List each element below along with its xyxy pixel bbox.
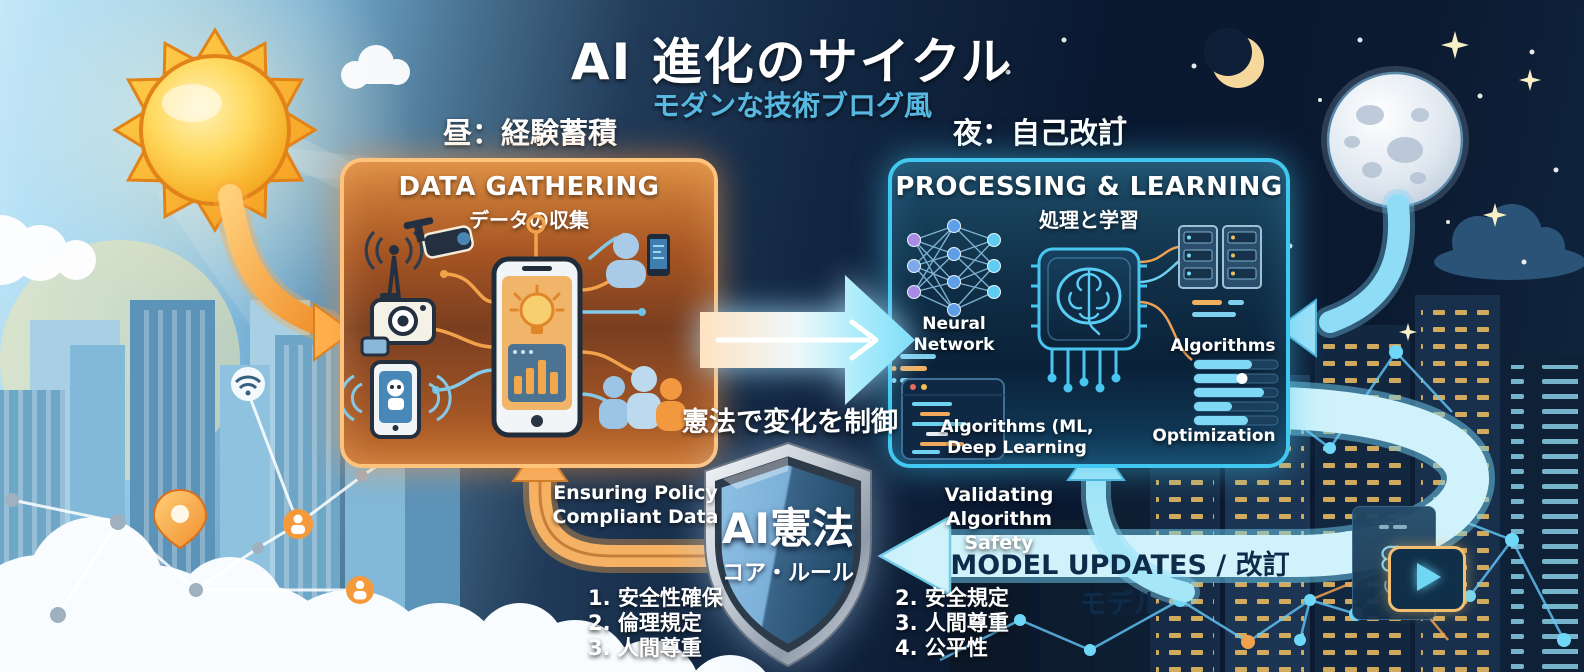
constitution-control-label: 憲法で変化を制御: [682, 407, 898, 438]
rule-item: 3. 人間尊重: [895, 611, 1009, 635]
user-phone-icon: [606, 233, 670, 288]
page-title: AI 進化のサイクル: [570, 33, 1014, 91]
security-camera-icon: [403, 217, 474, 259]
processing-subtitle: 処理と学習: [1039, 208, 1139, 232]
data-gathering-box: DATA GATHERING データの収集: [340, 158, 718, 468]
core-rules-right-list: 2. 安全規定 3. 人間尊重 4. 公平性: [895, 586, 1009, 661]
shield-title: AI憲法: [721, 504, 855, 553]
processing-art: [892, 219, 1279, 460]
shield-subtitle: コア・ルール: [721, 561, 854, 586]
camera-icon: [360, 293, 436, 357]
neural-network-label: Neural Network: [913, 314, 995, 355]
rule-item: 3. 人間尊重: [588, 636, 702, 660]
neural-network-icon: [907, 219, 1001, 317]
optimization-label: Optimization: [1152, 426, 1276, 446]
data-gathering-title: DATA GATHERING: [398, 172, 660, 202]
algorithms-ml-label: Algorithms (ML, Deep Learning: [940, 417, 1094, 458]
rule-item: 2. 倫理規定: [588, 611, 702, 635]
rule-item: 1. 安全性確保: [588, 586, 723, 610]
core-rules-left-list: 1. 安全性確保 2. 倫理規定 3. 人間尊重: [588, 586, 723, 661]
rule-item: 2. 安全規定: [895, 586, 1009, 610]
policy-flow-label: Ensuring Policy Compliant Data: [552, 482, 719, 528]
model-updates-label: MODEL UPDATES / 改訂モデル: [950, 550, 1290, 620]
validating-flow-label: Validating Algorithm Safety: [944, 484, 1054, 554]
smartphone-icon: [491, 256, 583, 438]
page-subtitle: モダンな技術ブログ風: [651, 89, 932, 122]
optimization-bars: [1193, 359, 1279, 426]
processing-learning-box: PROCESSING & LEARNING 処理と学習: [888, 158, 1290, 468]
server-rack-icon: [1178, 225, 1262, 289]
code-window-icon: [901, 378, 1005, 460]
robot-phone-icon: [344, 360, 452, 439]
shield-icon: [704, 441, 872, 668]
play-button-icon: [1388, 546, 1466, 612]
rule-item: 4. 公平性: [895, 636, 988, 660]
day-phase-label: 昼：経験蓄積: [442, 116, 617, 150]
processing-title: PROCESSING & LEARNING: [895, 172, 1283, 202]
data-gathering-art: [344, 214, 686, 439]
ai-constitution-shield: AI憲法 コア・ルール: [693, 437, 883, 672]
users-group-icon: [599, 366, 686, 431]
brain-chip-icon: [1031, 244, 1193, 393]
play-triangle: [1417, 563, 1441, 591]
algorithms-label: Algorithms: [1170, 336, 1276, 356]
night-phase-label: 夜：自己改訂: [952, 116, 1127, 150]
